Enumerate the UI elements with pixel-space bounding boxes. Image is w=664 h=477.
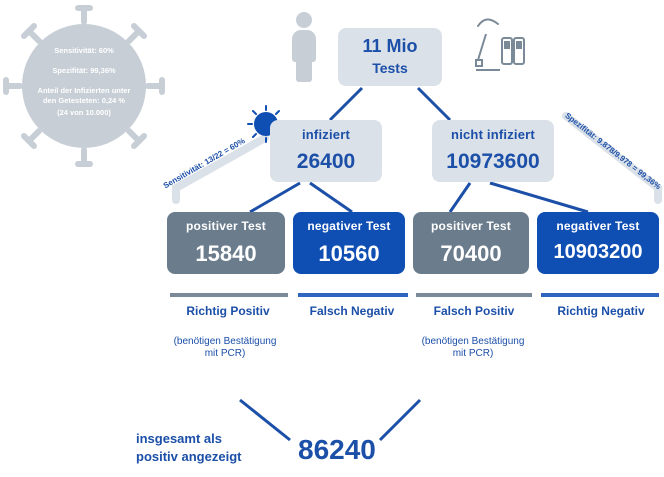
result-4-value: 10903200 bbox=[553, 241, 643, 263]
infected-value: 26400 bbox=[296, 150, 356, 173]
result-1-title: positiver Test bbox=[186, 219, 266, 233]
root-title: 11 Mio bbox=[362, 36, 418, 56]
label-3: Falsch Positiv bbox=[433, 304, 515, 318]
infected-title: infiziert bbox=[301, 127, 351, 142]
result-1-value: 15840 bbox=[195, 241, 257, 266]
not-infected-box: nicht infiziert 10973600 bbox=[432, 120, 554, 182]
root-box: 11 Mio Tests bbox=[338, 28, 442, 86]
label-2: Falsch Negativ bbox=[309, 304, 395, 318]
test-kit-icon bbox=[475, 18, 525, 71]
note-1: (benötigen Bestätigung mit PCR) bbox=[150, 336, 300, 360]
root-subtitle: Tests bbox=[372, 60, 408, 76]
rule-3 bbox=[416, 293, 532, 297]
result-4-title: negativer Test bbox=[556, 219, 640, 233]
total-label: insgesamt als positiv angezeigt bbox=[136, 430, 241, 466]
result-2-title: negativer Test bbox=[307, 219, 391, 233]
total-value: 86240 bbox=[298, 434, 376, 465]
note-2-line1: (benötigen Bestätigung bbox=[421, 336, 525, 347]
total-label-line1: insgesamt als bbox=[136, 431, 222, 446]
specificity-text: Spezifität: 99,36% bbox=[52, 66, 116, 75]
not-infected-value: 10973600 bbox=[446, 150, 540, 173]
not-infected-title: nicht infiziert bbox=[451, 127, 535, 142]
note-2: (benötigen Bestätigung mit PCR) bbox=[398, 336, 548, 360]
infected-box: infiziert 26400 bbox=[270, 120, 382, 182]
rule-4 bbox=[541, 293, 659, 297]
result-box-2: negativer Test 10560 bbox=[293, 212, 405, 274]
result-3-title: positiver Test bbox=[431, 219, 511, 233]
note-1-line1: (benötigen Bestätigung bbox=[173, 336, 277, 347]
share-text-1: Anteil der Infizierten unter bbox=[37, 86, 131, 95]
result-3-value: 70400 bbox=[440, 241, 502, 266]
note-2-line2: mit PCR) bbox=[452, 348, 494, 359]
note-1-line2: mit PCR) bbox=[204, 348, 246, 359]
rule-2 bbox=[298, 293, 408, 297]
total-label-line2: positiv angezeigt bbox=[136, 449, 242, 464]
result-box-1: positiver Test 15840 bbox=[167, 212, 285, 274]
label-4: Richtig Negativ bbox=[557, 304, 645, 318]
share-text-2: den Getesteten: 0,24 % bbox=[42, 96, 126, 105]
virus-icon bbox=[3, 5, 165, 167]
result-box-4: negativer Test 10903200 bbox=[537, 212, 659, 274]
result-box-3: positiver Test 70400 bbox=[413, 212, 529, 274]
share-text-3: (24 von 10.000) bbox=[57, 108, 111, 117]
result-2-value: 10560 bbox=[318, 241, 380, 266]
label-1: Richtig Positiv bbox=[186, 304, 270, 318]
sensitivity-text: Sensitivität: 60% bbox=[54, 46, 114, 55]
rule-1 bbox=[170, 293, 288, 297]
